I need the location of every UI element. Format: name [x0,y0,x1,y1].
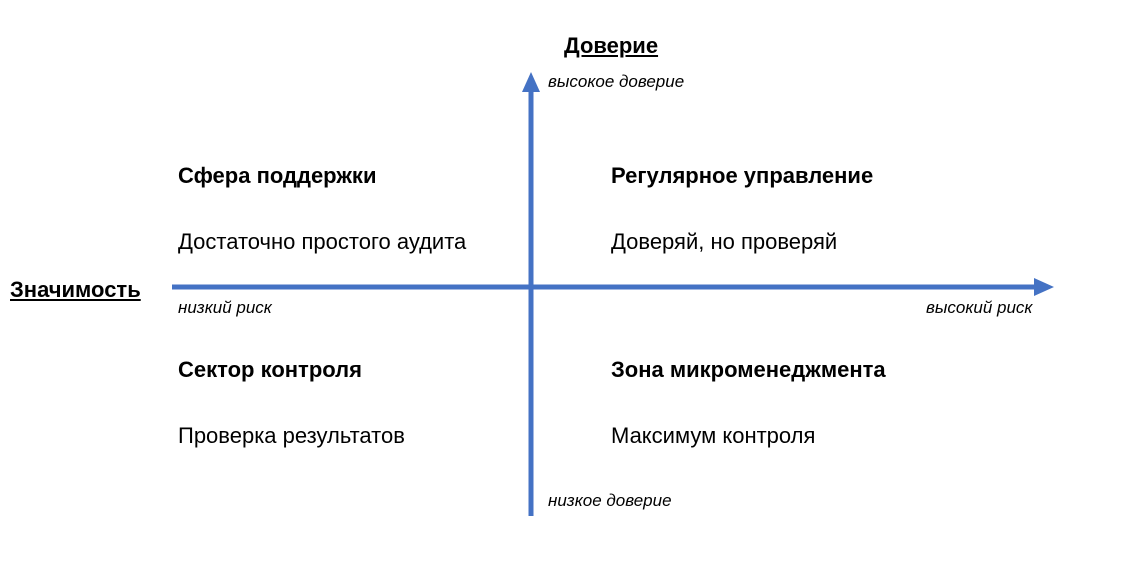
vertical-axis-arrowhead [522,72,540,92]
vertical-axis-bottom-label: низкое доверие [548,491,672,510]
horizontal-axis-title: Значимость [10,277,141,302]
horizontal-axis-left-label: низкий риск [178,298,272,317]
quadrant-top-right-title: Регулярное управление [611,163,874,188]
horizontal-axis-right-label: высокий риск [926,298,1033,317]
quadrant-bottom-right-description: Максимум контроля [611,423,816,448]
vertical-axis-top-label: высокое доверие [548,72,685,91]
quadrant-top-left-description: Достаточно простого аудита [178,229,467,254]
quadrant-bottom-left-description: Проверка результатов [178,423,405,448]
quadrant-bottom-left-title: Сектор контроля [178,357,362,382]
quadrant-bottom-right-title: Зона микроменеджмента [611,357,886,382]
quadrant-top-right-description: Доверяй, но проверяй [611,229,838,254]
vertical-axis-title: Доверие [564,33,659,58]
quadrant-top-left-title: Сфера поддержки [178,163,377,188]
horizontal-axis-arrowhead [1034,278,1054,296]
